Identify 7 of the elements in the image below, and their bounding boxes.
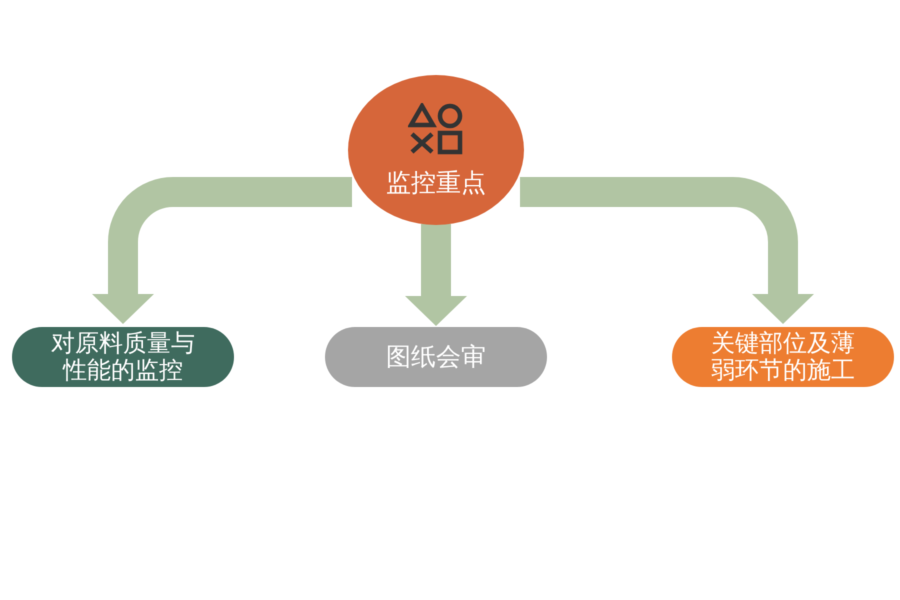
item-label: 图纸会审 [386,343,486,371]
block-arrow [405,224,467,326]
block-arrow [520,177,814,324]
block-arrow [92,177,352,324]
item-label: 对原料质量与性能的监控 [50,330,196,384]
item-label: 关键部位及薄弱环节的施工 [710,330,856,384]
topic-label: 监控重点 [386,169,486,197]
